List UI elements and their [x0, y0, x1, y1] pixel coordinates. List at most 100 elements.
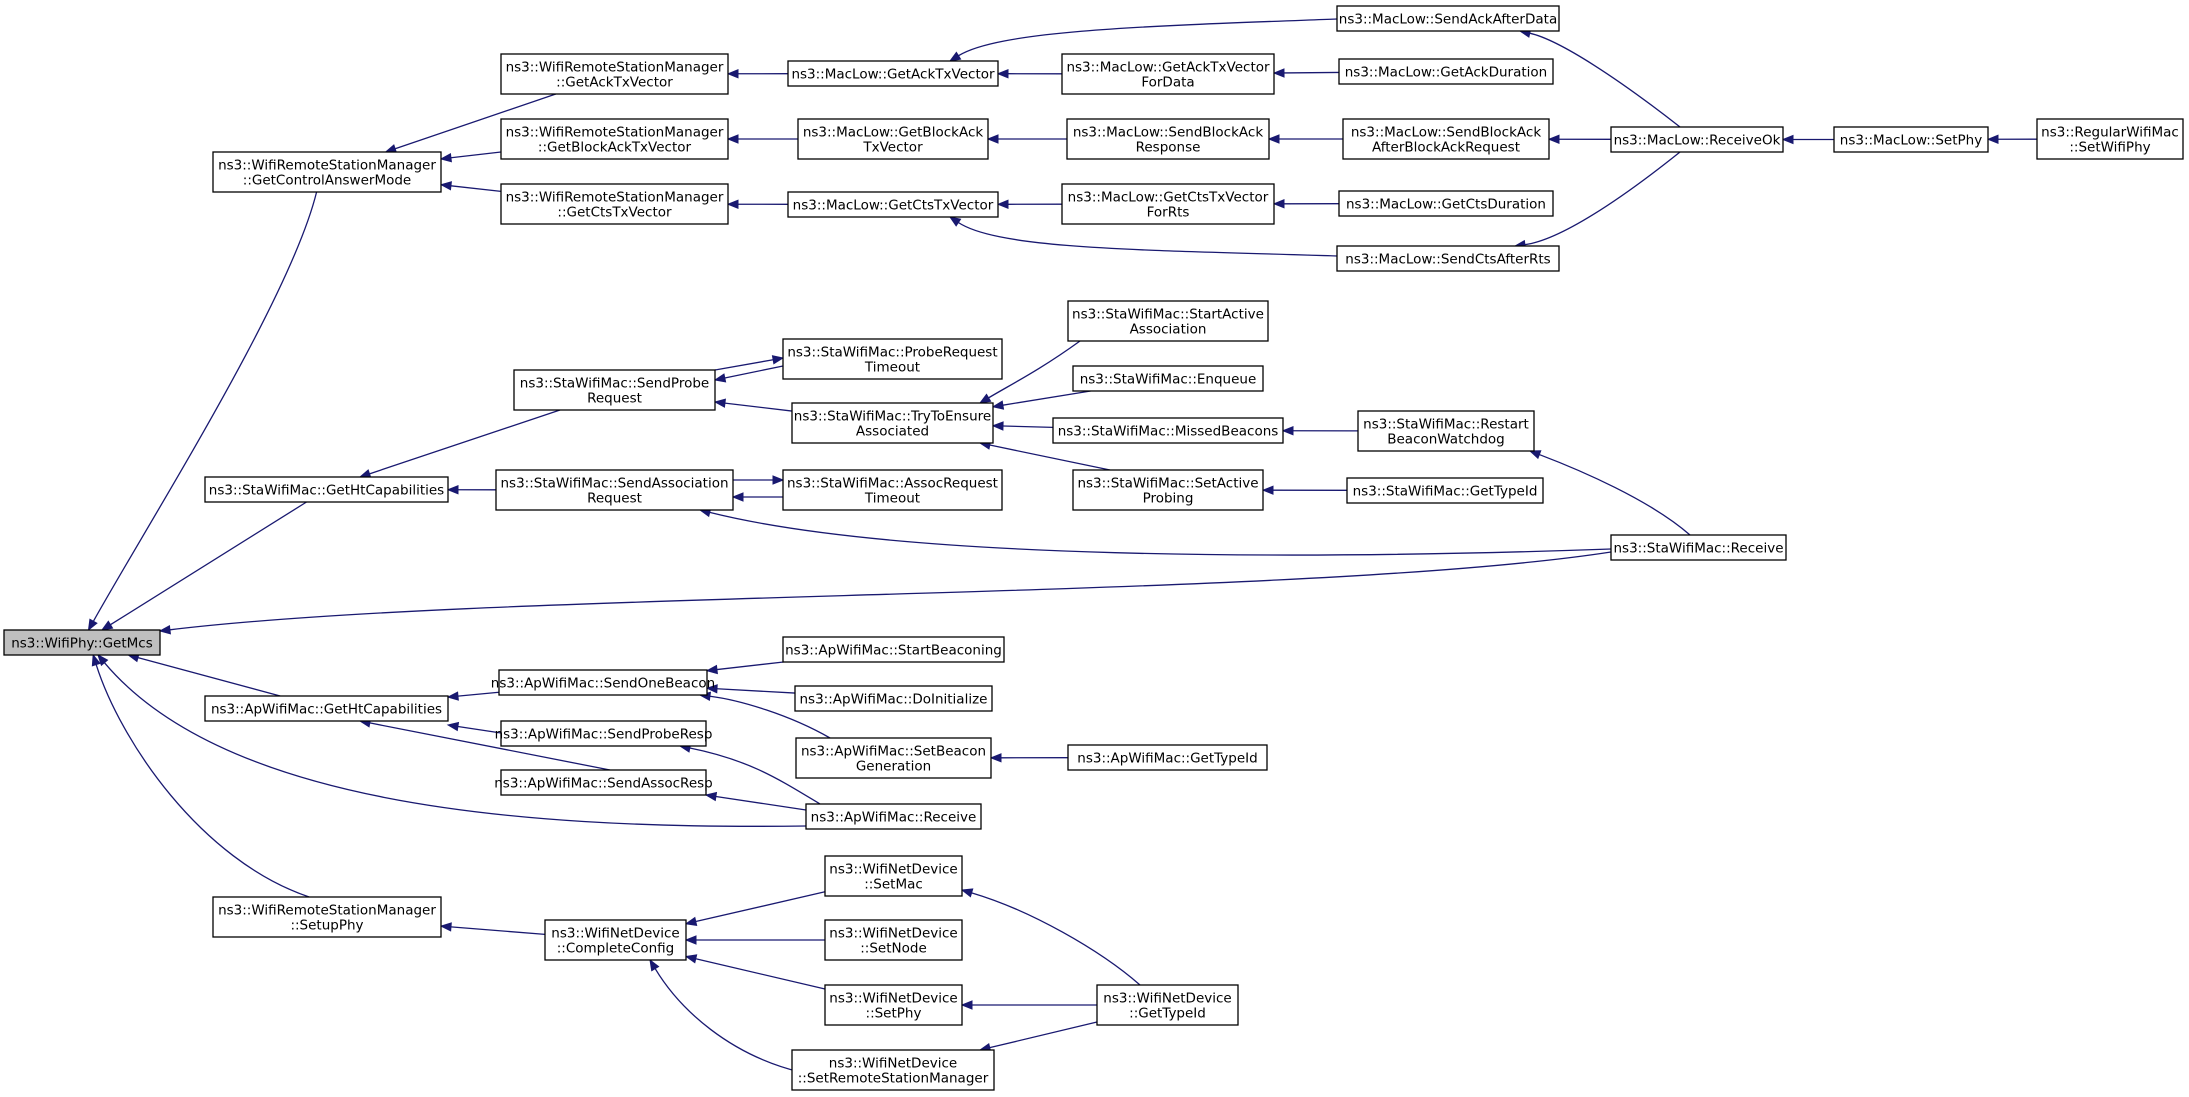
node-ap-receive[interactable]: ns3::ApWifiMac::Receive [805, 803, 982, 830]
edge-ap-receive-to-getmcs [97, 653, 807, 827]
edge-arrowhead [100, 620, 114, 631]
node-label: ns3::MacLow::ReceiveOk [1614, 133, 1781, 149]
edge-arrowhead [87, 618, 98, 632]
node-wnd-setphy[interactable]: ns3::WifiNetDevice::SetPhy [824, 984, 963, 1026]
node-ml-getback[interactable]: ns3::MacLow::GetBlockAckTxVector [797, 118, 989, 160]
node-ap-htcap[interactable]: ns3::ApWifiMac::GetHtCapabilities [204, 695, 449, 722]
node-box [824, 919, 963, 961]
edge-line [724, 402, 793, 412]
node-box [1833, 126, 1989, 153]
node-box [1052, 417, 1284, 444]
edge-wnd-setphy-to-wnd-complete [684, 954, 826, 990]
node-reg-setwifiphy[interactable]: ns3::RegularWifiMac::SetWifiPhy [2036, 118, 2184, 160]
node-label: ns3::ApWifiMac::GetHtCapabilities [211, 702, 442, 718]
edge-wrsm-back-to-wrsm-ctrl [439, 151, 502, 163]
edge-sta-probetimeout-to-sta-sendprobe [713, 365, 784, 383]
edge-arrowhead [446, 721, 460, 732]
node-ap-gettypeid[interactable]: ns3::ApWifiMac::GetTypeId [1067, 744, 1268, 771]
edge-arrowhead [91, 653, 101, 667]
node-label: ns3::MacLow::SendCtsAfterRts [1345, 252, 1550, 268]
edge-line [988, 340, 1081, 399]
edge-arrowhead [446, 484, 459, 495]
edge-arrowhead [713, 373, 727, 383]
edge-ml-sendbackresp-to-ml-getback [986, 134, 1067, 144]
edge-sta-sendprobe-to-sta-htcap [358, 409, 561, 479]
node-ap-startbeacon[interactable]: ns3::ApWifiMac::StartBeaconing [782, 636, 1005, 663]
edge-arrowhead [948, 216, 962, 227]
node-wnd-complete[interactable]: ns3::WifiNetDevice::CompleteConfig [544, 919, 687, 961]
node-wnd-setmac[interactable]: ns3::WifiNetDevice::SetMac [824, 855, 963, 897]
node-label: Associated [856, 424, 929, 440]
node-box [1357, 410, 1535, 452]
edge-arrowhead [948, 51, 962, 62]
edge-arrowhead [996, 68, 1009, 79]
node-box [1067, 744, 1268, 771]
node-ap-sendproberesp[interactable]: ns3::ApWifiMac::SendProbeResp [495, 720, 713, 747]
node-ap-doinit[interactable]: ns3::ApWifiMac::DoInitialize [794, 685, 993, 712]
node-wnd-setrsm[interactable]: ns3::WifiNetDevice::SetRemoteStationMana… [791, 1049, 995, 1091]
node-label: ns3::MacLow::SendBlockAck [1351, 125, 1541, 141]
edge-line [695, 958, 826, 990]
edge-arrowhead [439, 181, 452, 191]
edge-line [369, 722, 611, 771]
node-wnd-setnode[interactable]: ns3::WifiNetDevice::SetNode [824, 919, 963, 961]
node-label: ns3::StaWifiMac::Receive [1613, 541, 1783, 557]
node-sta-receive[interactable]: ns3::StaWifiMac::Receive [1610, 534, 1787, 561]
node-ml-sendbackafter[interactable]: ns3::MacLow::SendBlockAckAfterBlockAckRe… [1342, 118, 1550, 160]
edge-sta-htcap-to-getmcs [100, 501, 307, 631]
node-ml-getackdur[interactable]: ns3::MacLow::GetAckDuration [1338, 58, 1554, 85]
node-wrsm-setup[interactable]: ns3::WifiRemoteStationManager::SetupPhy [212, 896, 442, 938]
node-label: ns3::WifiRemoteStationManager [218, 158, 436, 174]
edge-ap-doinit-to-ap-sendbeacon [705, 684, 796, 694]
node-ml-sendctsafter[interactable]: ns3::MacLow::SendCtsAfterRts [1336, 245, 1560, 272]
edge-arrowhead [1281, 425, 1294, 436]
edge-sta-enqueue-to-sta-tryensure [991, 390, 1091, 410]
edge-ml-getcts-to-wrsm-cts [726, 199, 789, 209]
edge-wnd-setnode-to-wnd-complete [684, 935, 825, 945]
node-wrsm-ctrl[interactable]: ns3::WifiRemoteStationManager::GetContro… [212, 151, 442, 193]
node-ml-setphy[interactable]: ns3::MacLow::SetPhy [1833, 126, 1989, 153]
node-wnd-gettypeid[interactable]: ns3::WifiNetDevice::GetTypeId [1096, 984, 1239, 1026]
edge-arrowhead [1781, 134, 1794, 145]
node-ml-sendackafter[interactable]: ns3::MacLow::SendAckAfterData [1336, 5, 1560, 32]
node-sta-gettypeid[interactable]: ns3::StaWifiMac::GetTypeId [1346, 477, 1544, 504]
node-wrsm-cts[interactable]: ns3::WifiRemoteStationManager::GetCtsTxV… [500, 183, 729, 225]
node-sta-htcap[interactable]: ns3::StaWifiMac::GetHtCapabilities [204, 476, 449, 503]
node-ap-sendbeacon[interactable]: ns3::ApWifiMac::SendOneBeacon [491, 669, 715, 696]
node-label: ns3::MacLow::GetBlockAck [803, 125, 984, 141]
node-sta-missed[interactable]: ns3::StaWifiMac::MissedBeacons [1052, 417, 1284, 444]
node-wrsm-ack[interactable]: ns3::WifiRemoteStationManager::GetAckTxV… [500, 53, 729, 95]
node-sta-enqueue[interactable]: ns3::StaWifiMac::Enqueue [1072, 365, 1264, 392]
node-box [1072, 469, 1264, 511]
node-label: ns3::ApWifiMac::GetTypeId [1077, 751, 1257, 767]
edge-line [654, 968, 801, 1073]
node-ml-getctsdur[interactable]: ns3::MacLow::GetCtsDuration [1338, 190, 1554, 217]
edge-wnd-complete-to-wrsm-setup [439, 922, 546, 936]
node-box [495, 469, 734, 511]
node-label: ForData [1141, 75, 1194, 91]
node-box [212, 896, 442, 938]
node-box [212, 151, 442, 193]
node-getmcs[interactable]: ns3::WifiPhy::GetMcs [3, 629, 161, 656]
node-label: AfterBlockAckRequest [1372, 140, 1520, 156]
node-ap-sendassocresp[interactable]: ns3::ApWifiMac::SendAssocResp [494, 769, 713, 796]
node-wrsm-back[interactable]: ns3::WifiRemoteStationManager::GetBlockA… [500, 118, 729, 160]
node-ml-getack[interactable]: ns3::MacLow::GetAckTxVector [787, 60, 999, 87]
edge-line [989, 444, 1111, 471]
node-label: Generation [856, 759, 931, 775]
edge-arrowhead [1986, 134, 1999, 145]
node-ml-receiveok[interactable]: ns3::MacLow::ReceiveOk [1610, 126, 1784, 153]
node-ml-getcts[interactable]: ns3::MacLow::GetCtsTxVector [787, 191, 999, 218]
